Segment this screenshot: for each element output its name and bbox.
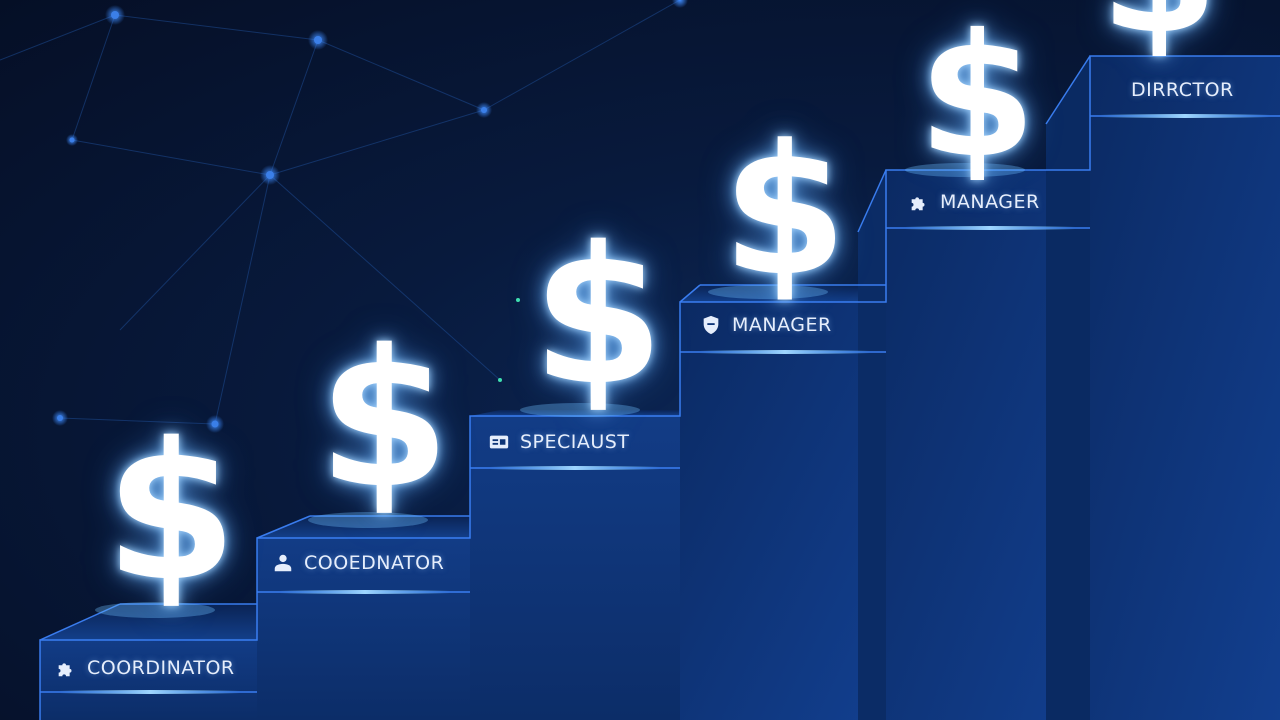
step-3-top	[470, 410, 680, 416]
step-4-face	[680, 302, 886, 720]
step-1-top	[40, 604, 257, 640]
step-label-text: DIRRCTOR	[1131, 79, 1234, 101]
step-label-5: MANAGER	[908, 191, 1040, 213]
person-icon	[272, 552, 294, 574]
staircase	[39, 55, 1280, 720]
dollar-sign-5: $	[918, 0, 1037, 196]
step-label-text: MANAGER	[732, 314, 832, 336]
step-6-side	[1046, 56, 1090, 720]
step-label-3: SPECIAUST	[488, 431, 629, 453]
step-1-face	[40, 640, 257, 720]
dollar-sign-6: $	[1100, 0, 1218, 58]
step-label-text: COOEDNATOR	[304, 552, 445, 574]
dollar-sign-3: $	[532, 206, 665, 427]
step-label-4: MANAGER	[700, 314, 832, 336]
step-label-text: COORDINATOR	[87, 657, 235, 679]
dollar-sign-2: $	[318, 309, 451, 530]
step-5-side	[858, 170, 886, 720]
step-3-face	[470, 416, 680, 720]
step-label-1: COORDINATOR	[55, 657, 235, 679]
step-label-6: DIRRCTOR	[1131, 79, 1234, 101]
step-label-text: MANAGER	[940, 191, 1040, 213]
shield-icon	[700, 314, 722, 336]
dollar-sign-4: $	[722, 107, 848, 316]
step-label-text: SPECIAUST	[520, 431, 630, 453]
step-4-top	[680, 285, 886, 302]
puzzle-icon	[908, 191, 930, 213]
step-2-top	[257, 516, 470, 538]
label-glows	[60, 114, 1270, 694]
dollar-sign-1: $	[105, 402, 238, 623]
network-nodes	[52, 0, 815, 433]
puzzle-icon	[55, 657, 77, 679]
step-2-face	[257, 538, 470, 720]
network-lines	[0, 0, 681, 425]
step-label-2: COOEDNATOR	[272, 552, 444, 574]
card-icon	[488, 431, 510, 453]
step-6-face	[1090, 56, 1280, 720]
